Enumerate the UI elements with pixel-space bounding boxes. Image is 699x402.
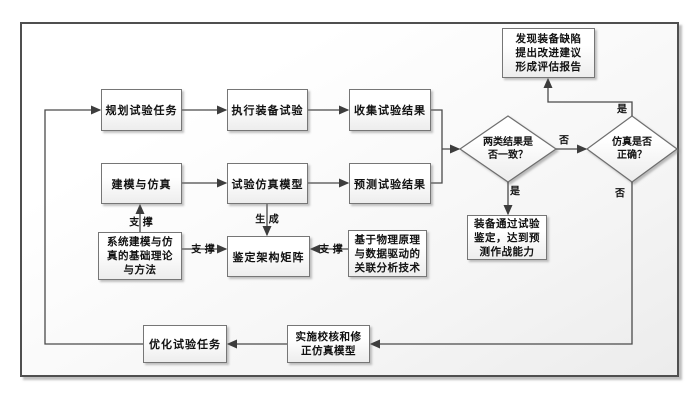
node-equipment-passes-qualification: 装备通过试验 鉴定，达到预 测作战能力 <box>467 215 547 260</box>
decision-sim-correct-shape <box>585 115 679 183</box>
node-modeling-and-simulation: 建模与仿真 <box>101 163 182 204</box>
node-predict-test-results: 预测试验结果 <box>349 163 431 204</box>
edge-yes-to-report <box>543 77 633 116</box>
node-execute-equipment-test: 执行装备试验 <box>227 89 308 131</box>
edge-results-bus <box>431 109 443 184</box>
node-defect-report: 发现装备缺陷 提出改进建议 形成评估报告 <box>502 28 595 78</box>
node-modeling-theory-methods: 系统建模与仿 真的基础理论 与方法 <box>98 232 182 280</box>
edge-feedback-to-plan <box>44 105 143 345</box>
node-optimize-test-tasks: 优化试验任务 <box>143 325 227 363</box>
node-verify-correct-sim-model: 实施校核和修 正仿真模型 <box>287 325 370 363</box>
node-plan-test-tasks: 规划试验任务 <box>101 89 182 131</box>
node-test-simulation-model: 试验仿真模型 <box>227 163 308 204</box>
edge-no-to-implement <box>369 182 633 349</box>
decision-results-consistent-shape <box>458 115 558 183</box>
node-correlation-analysis-technology: 基于物理原理 与数据驱动的 关联分析技术 <box>348 230 427 277</box>
node-collect-test-results: 收集试验结果 <box>349 89 431 131</box>
node-qualification-architecture-matrix: 鉴定架构矩阵 <box>227 236 310 277</box>
